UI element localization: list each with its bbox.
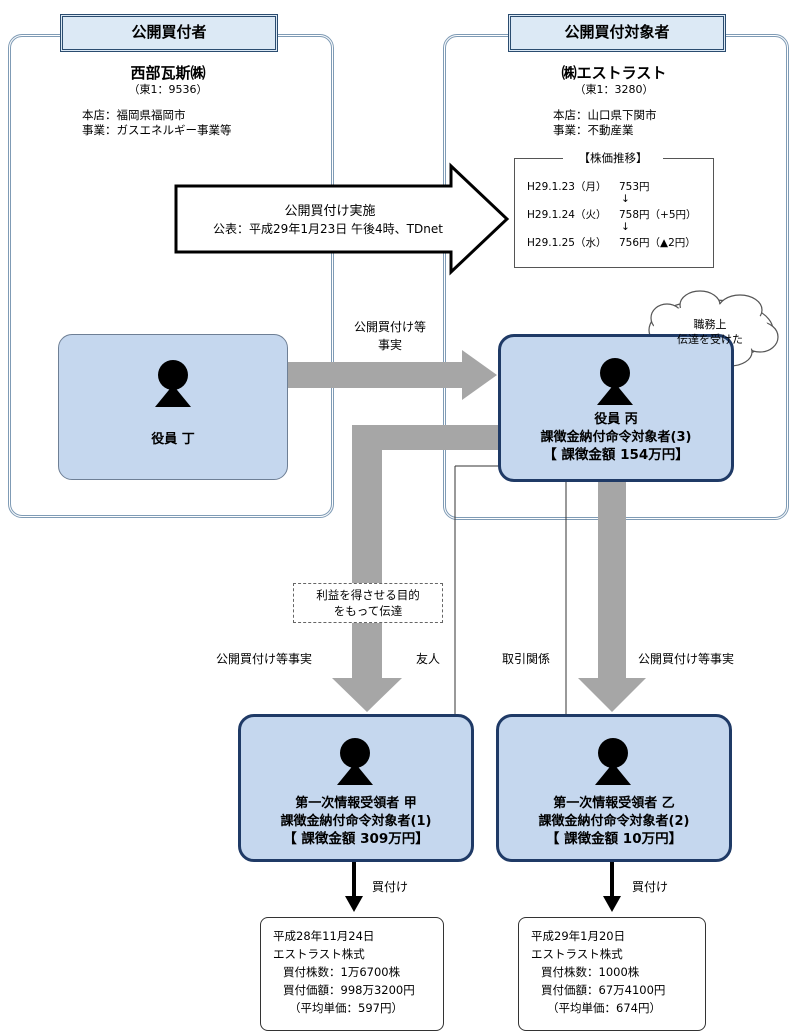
recipient-b-role: 第一次情報受領者 乙: [553, 796, 675, 811]
price-row-value: 758円（+5円）: [619, 209, 697, 221]
buy-label-b: 買付け: [632, 880, 669, 894]
stock-price-box: 【株価推移】 H29.1.23（月） 753円 ↓ H29.1.24（火） 75…: [514, 150, 714, 268]
trade-a-amount: 買付価額：998万3200円: [283, 983, 415, 997]
trade-a-avg: （平均単価：597円）: [289, 1001, 403, 1015]
person-icon: [597, 358, 633, 405]
price-row-value: 756円（▲2円）: [619, 237, 696, 249]
person-icon: [337, 738, 373, 785]
recipient-b-penalty: 【 課徴金額 10万円】: [545, 831, 683, 847]
officer-c-name: 役員 丙: [594, 412, 638, 427]
thought-text-1: 職務上: [693, 318, 727, 331]
buy-arrow-b-head: [603, 896, 621, 912]
acquirer-code: （東1：9536）: [128, 83, 208, 96]
price-row-date: H29.1.24（火）: [527, 209, 607, 221]
purpose-line-2: をもって伝達: [333, 604, 403, 618]
d-to-c-label-2: 事実: [377, 338, 402, 352]
officer-c-box: 役員 丙 課徴金納付命令対象者(3) 【 課徴金額 154万円】: [498, 334, 734, 482]
officer-d-box: 役員 丁: [58, 334, 288, 480]
price-arrow: ↓: [621, 221, 630, 233]
tender-offer-arrow: [174, 162, 510, 276]
acquirer-business: 事業：ガスエネルギー事業等: [82, 123, 232, 137]
recipient-a-order: 課徴金納付命令対象者(1): [280, 814, 432, 829]
buy-label-a: 買付け: [372, 880, 409, 894]
trade-a-shares: 買付株数：1万6700株: [283, 965, 401, 979]
purpose-note: 利益を得させる目的 をもって伝達: [293, 583, 443, 623]
fact-arrow-d-to-c: [286, 350, 497, 400]
trade-b-avg: （平均単価：674円）: [547, 1001, 661, 1015]
business-relation-label: 取引関係: [502, 652, 551, 666]
price-arrow: ↓: [621, 193, 630, 205]
trade-a-box: 平成28年11月24日 エストラスト株式 買付株数：1万6700株 買付価額：9…: [260, 917, 444, 1031]
d-to-c-label-1: 公開買付け等: [353, 320, 426, 334]
target-header: 公開買付対象者: [508, 14, 726, 52]
buy-arrow-a-head: [345, 896, 363, 912]
acquirer-hq: 本店：福岡県福岡市: [82, 108, 186, 122]
target-business: 事業：不動産業: [553, 123, 634, 137]
price-row-date: H29.1.25（水）: [527, 237, 607, 249]
fact-arrow-c-to-b: [578, 478, 646, 712]
officer-d-name: 役員 丁: [151, 432, 195, 447]
recipient-b-order: 課徴金納付命令対象者(2): [538, 814, 690, 829]
officer-c-order: 課徴金納付命令対象者(3): [540, 430, 692, 445]
person-icon: [595, 738, 631, 785]
friend-label: 友人: [416, 652, 441, 666]
acquirer-company: 西部瓦斯㈱: [130, 64, 206, 82]
trade-b-shares: 買付株数：1000株: [541, 965, 640, 979]
officer-c-penalty: 【 課徴金額 154万円】: [543, 447, 689, 463]
recipient-b-box: 第一次情報受領者 乙 課徴金納付命令対象者(2) 【 課徴金額 10万円】: [496, 714, 732, 862]
target-code: （東1：3280）: [574, 83, 654, 96]
left-fact-label: 公開買付け等事実: [216, 652, 313, 666]
tender-offer-announcement: 公表：平成29年1月23日 午後4時、TDnet: [213, 222, 443, 236]
trade-a-stock: エストラスト株式: [273, 947, 365, 961]
target-hq: 本店：山口県下関市: [553, 108, 657, 122]
trade-b-amount: 買付価額：67万4100円: [541, 983, 666, 997]
person-icon: [155, 360, 191, 407]
trade-b-stock: エストラスト株式: [531, 947, 623, 961]
trade-b-box: 平成29年1月20日 エストラスト株式 買付株数：1000株 買付価額：67万4…: [518, 917, 706, 1031]
stock-price-title: 【株価推移】: [563, 150, 663, 166]
tender-offer-label: 公開買付け実施: [284, 204, 376, 219]
trade-b-date: 平成29年1月20日: [531, 929, 626, 943]
thought-text-2: 伝達を受けた: [677, 333, 743, 346]
trade-a-date: 平成28年11月24日: [273, 929, 375, 943]
recipient-a-role: 第一次情報受領者 甲: [295, 796, 417, 811]
fact-arrow-c-to-a: [332, 425, 500, 712]
purpose-line-1: 利益を得させる目的: [316, 588, 420, 602]
price-row-value: 753円: [619, 181, 650, 193]
right-fact-label: 公開買付け等事実: [638, 652, 735, 666]
price-row-date: H29.1.23（月）: [527, 181, 607, 193]
acquirer-header: 公開買付者: [60, 14, 278, 52]
recipient-a-penalty: 【 課徴金額 309万円】: [283, 831, 429, 847]
recipient-a-box: 第一次情報受領者 甲 課徴金納付命令対象者(1) 【 課徴金額 309万円】: [238, 714, 474, 862]
target-company: ㈱エストラスト: [561, 64, 667, 82]
thought-cloud: [639, 290, 779, 395]
